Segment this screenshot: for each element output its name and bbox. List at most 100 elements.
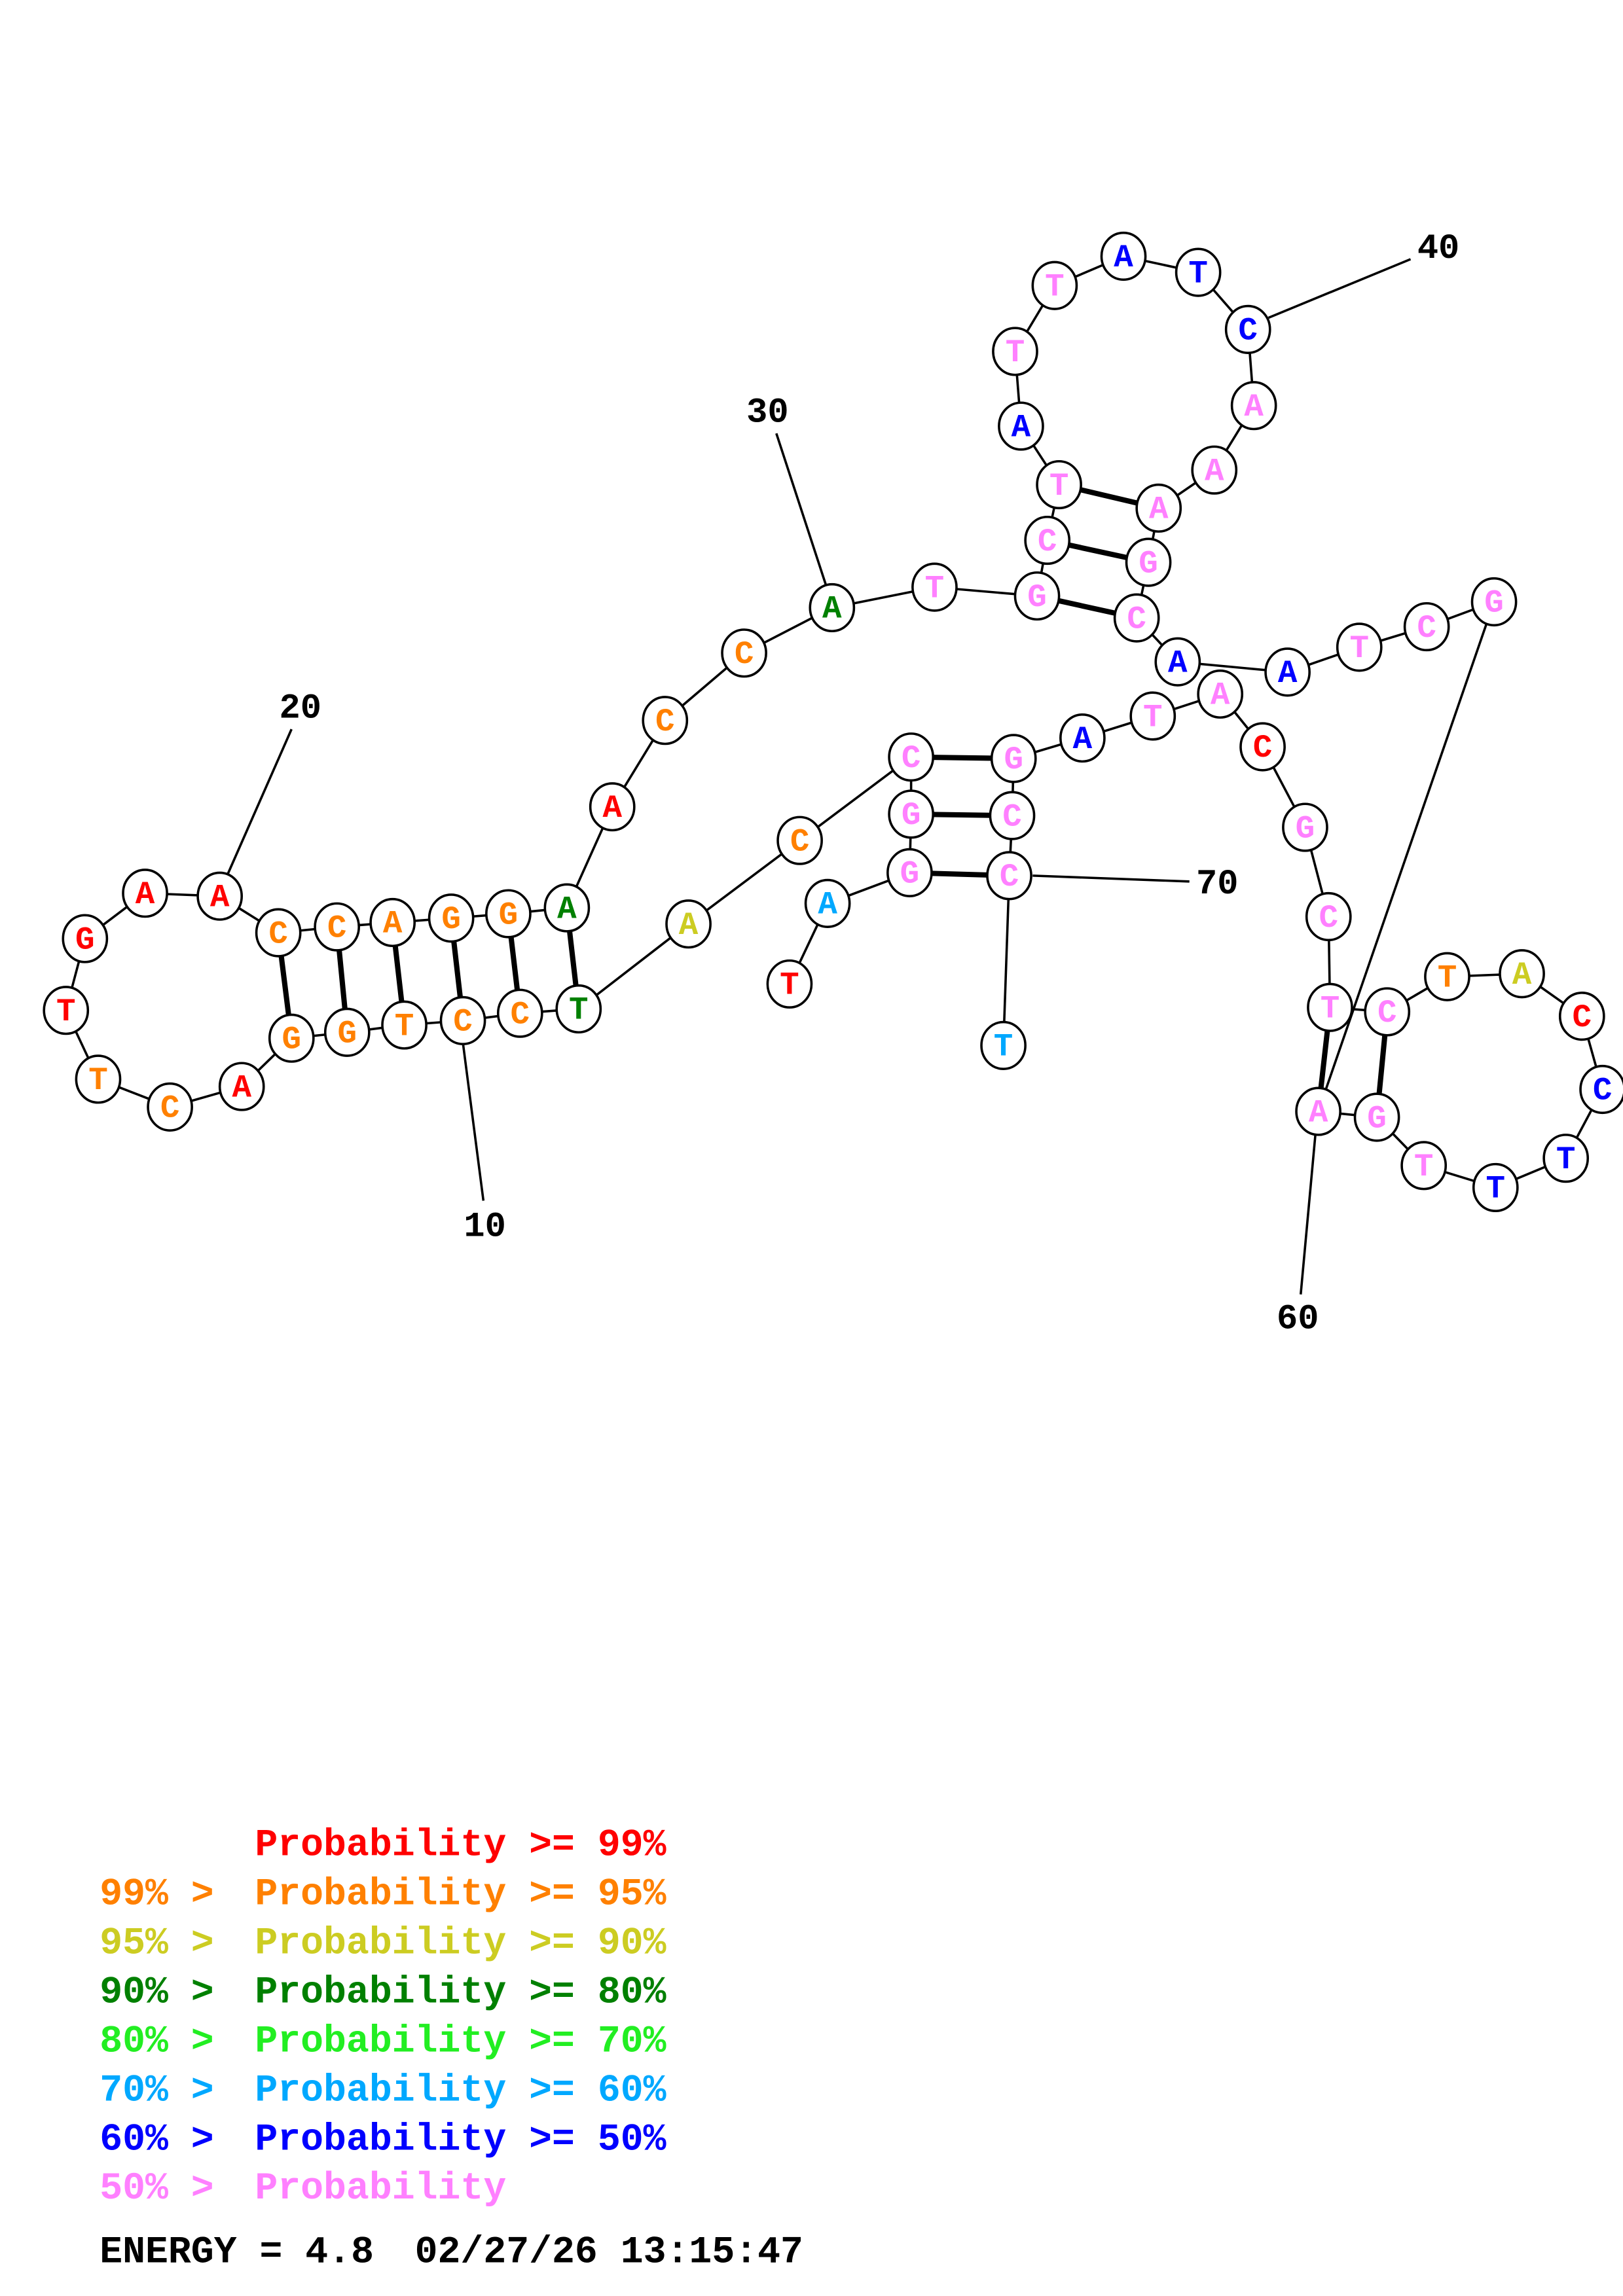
legend-label: Probability >= 90%: [255, 1922, 666, 1965]
nucleotide: A: [1197, 669, 1244, 719]
legend-prefix: 60% >: [100, 2119, 236, 2161]
nucleotide-base: C: [160, 1090, 180, 1127]
nucleotide-circle: [1472, 1162, 1519, 1212]
nucleotide: C: [439, 996, 486, 1045]
nucleotide-base: G: [1004, 742, 1023, 778]
nucleotide-circle: [1305, 891, 1352, 942]
nucleotide-base: A: [1073, 721, 1093, 758]
nucleotide-base: A: [136, 876, 155, 913]
nucleotide: C: [496, 988, 543, 1038]
nucleotide-base: C: [327, 910, 347, 946]
nucleotide: T: [1036, 459, 1082, 510]
nucleotide-base: A: [1205, 453, 1224, 490]
legend-row: 90% > Probability >= 80%: [100, 1971, 666, 2014]
nucleotide-base: G: [902, 797, 921, 834]
legend-row: 60% > Probability >= 50%: [100, 2119, 666, 2161]
position-label: 10: [464, 1207, 505, 1247]
label-tick: [226, 728, 293, 876]
nucleotide-base: C: [1377, 995, 1397, 1031]
nucleotide-circle: [485, 889, 532, 939]
nucleotide-circle: [776, 816, 823, 865]
legend-prefix: 70% >: [100, 2070, 236, 2112]
nucleotide: A: [998, 401, 1044, 451]
nucleotide: C: [147, 1082, 193, 1132]
nucleotide-circle: [992, 327, 1038, 376]
nucleotide-base: A: [679, 907, 699, 944]
nucleotide-base: A: [818, 887, 837, 924]
legend-row: 70% > Probability >= 60%: [100, 2070, 666, 2112]
nucleotide-circle: [1224, 304, 1271, 354]
nucleotide-circle: [1264, 647, 1311, 697]
nucleotide-circle: [1059, 713, 1106, 763]
backbone-link: [1317, 601, 1495, 1112]
label-tick: [775, 433, 828, 586]
nucleotide: C: [642, 696, 689, 745]
nucleotide: C: [1403, 601, 1450, 652]
nucleotide-circle: [998, 401, 1044, 451]
backbone-link: [1002, 875, 1011, 1046]
nucleotide-base: A: [210, 879, 230, 916]
label-tick: [462, 1042, 485, 1201]
nucleotide-base: T: [925, 570, 945, 607]
nucleotide-circle: [809, 583, 856, 633]
nucleotide: C: [1364, 987, 1411, 1037]
legend-row: 95% > Probability >= 90%: [100, 1922, 666, 1965]
nucleotide-circle: [1353, 1092, 1400, 1142]
nucleotide: A: [665, 899, 712, 949]
nucleotide-circle: [980, 1020, 1027, 1070]
nucleotide: A: [122, 869, 168, 918]
nucleotide: T: [766, 959, 813, 1009]
nucleotide-circle: [147, 1082, 193, 1132]
nucleotide-circle: [1499, 949, 1545, 999]
nucleotide: G: [1125, 537, 1172, 587]
nucleotide-base: G: [1296, 810, 1315, 847]
nucleotide: C: [989, 791, 1036, 840]
nucleotide-base: A: [1309, 1094, 1328, 1131]
nucleotide-base: G: [499, 897, 519, 933]
nucleotide-base: C: [1573, 999, 1592, 1036]
timestamp: 02/27/26 13:15:47: [415, 2232, 803, 2274]
nucleotide-base: A: [1278, 655, 1298, 692]
nucleotide-circle: [1197, 669, 1244, 719]
nucleotide-base: C: [655, 704, 675, 740]
nucleotide-base: C: [453, 1004, 473, 1041]
probability-legend: Probability >= 99%99% > Probability >= 9…: [100, 1825, 666, 2211]
legend-row: 80% > Probability >= 70%: [100, 2020, 666, 2063]
nucleotide-base: G: [1484, 585, 1504, 622]
nucleotide-base: C: [1253, 730, 1273, 766]
position-label: 30: [746, 393, 788, 433]
nucleotide: T: [1336, 622, 1383, 672]
nucleotide-circle: [1175, 247, 1222, 297]
nucleotide-base: C: [1238, 313, 1258, 350]
nucleotide: G: [62, 914, 109, 963]
nucleotide-base: T: [1321, 990, 1340, 1027]
nucleotide: T: [555, 984, 602, 1034]
nucleotide-circle: [1031, 260, 1078, 310]
nucleotide-base: A: [1211, 677, 1230, 714]
nucleotide: G: [428, 893, 475, 943]
nucleotide-circle: [1239, 722, 1286, 772]
nucleotide-circle: [1129, 691, 1176, 741]
nucleotide: G: [1470, 577, 1518, 627]
nucleotide-circle: [555, 984, 602, 1034]
nucleotide-circle: [1579, 1064, 1623, 1115]
nucleotide: A: [1295, 1086, 1341, 1136]
nucleotide-circle: [1282, 802, 1328, 852]
nucleotide-base: C: [1038, 524, 1057, 560]
nucleotide-circle: [496, 988, 543, 1038]
nucleotide: T: [1307, 982, 1353, 1032]
nucleotide-base: A: [557, 891, 577, 927]
nucleotide: T: [381, 1000, 428, 1050]
nucleotide: T: [1542, 1134, 1590, 1183]
nucleotide-circle: [1135, 483, 1182, 533]
nucleotide: C: [1239, 722, 1286, 772]
nucleotide-base: A: [1168, 645, 1188, 681]
nucleotide-circle: [721, 628, 767, 678]
nucleotide-circle: [428, 893, 475, 943]
nucleotide-circle: [1424, 952, 1470, 1001]
nucleotide-circle: [369, 897, 416, 948]
nucleotide-base: T: [994, 1029, 1013, 1066]
nucleotide: G: [323, 1007, 371, 1057]
position-label: 60: [1277, 1299, 1319, 1339]
